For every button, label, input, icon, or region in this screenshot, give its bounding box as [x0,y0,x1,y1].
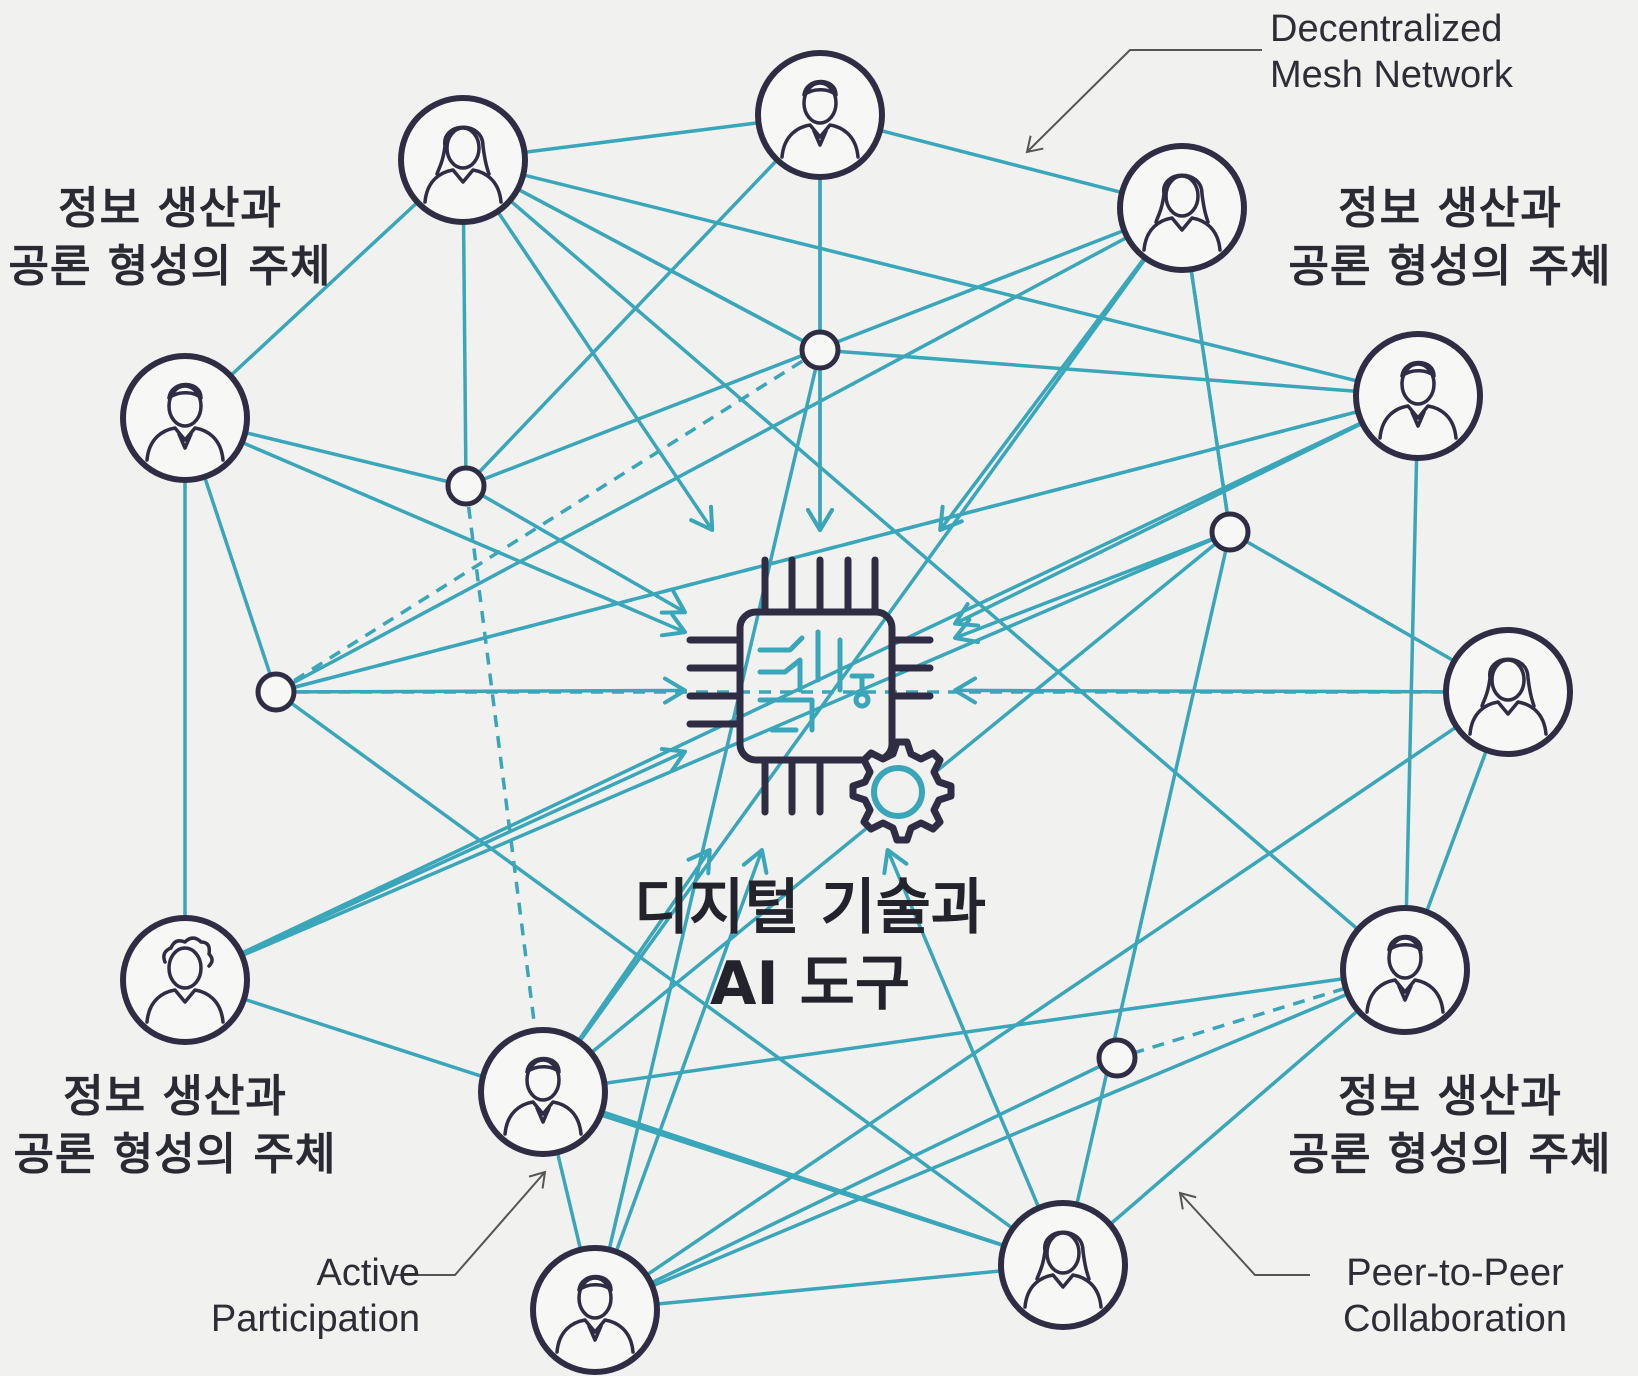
annotation-peer-to-peer: Peer-to-Peer Collaboration [1305,1250,1605,1342]
arrow-to-center [293,676,687,705]
annotation-mesh-network: Decentralized Mesh Network [1270,6,1550,98]
arrow-to-center [480,493,687,615]
woman-avatar-icon [398,95,528,225]
link [594,1263,1064,1312]
hub-node [799,329,841,371]
man-avatar-icon [530,1245,660,1375]
link [819,348,1419,398]
link [593,349,822,1311]
link [541,206,1184,1094]
center-title-line1: 디지털 기술과 [633,873,987,943]
link [464,113,822,488]
participation-leader-line [394,1170,547,1276]
annotation-line: Peer-to-Peer [1346,1252,1564,1294]
subject-label-line: 공론 형성의 주체 [1288,241,1612,292]
man-avatar-icon [120,353,250,483]
man-avatar-icon [755,50,885,180]
arrow-to-center [938,256,1147,532]
center-title-line2: AI 도구 [709,949,911,1019]
subject-label-bottom-left: 정보 생산과 공론 형성의 주체 [5,1068,345,1184]
dashed-link [275,394,1419,694]
annotation-line: Participation [210,1298,420,1340]
annotation-line: Active [316,1252,420,1294]
hub-node [255,671,297,713]
hub-node [1209,511,1251,553]
link [542,1090,1064,1267]
subject-label-line: 공론 형성의 주체 [8,241,332,292]
subject-label-line: 공론 형성의 주체 [13,1129,337,1180]
subject-label-top-left: 정보 생산과 공론 형성의 주체 [0,180,340,296]
link [594,968,1406,1312]
curly-hair-avatar-icon [120,915,250,1045]
link [594,1056,1118,1312]
arrow-to-center [882,848,1041,1209]
arrow-to-center [241,440,687,638]
link [275,206,1183,694]
annotation-line: Collaboration [1343,1298,1567,1340]
dashed-link [464,485,545,1093]
link [461,158,1407,972]
arrow-to-center [496,210,715,532]
link [1061,968,1407,1267]
arrow-to-center [614,848,769,1253]
arrow-to-center [953,676,1447,705]
link [594,690,1509,1312]
arrow-to-center [576,848,712,1042]
link [462,158,1419,398]
link [462,158,821,352]
ai-chip-gear-icon [686,556,955,844]
subject-label-line: 공론 형성의 주체 [1288,1129,1612,1180]
subject-label-line: 정보 생산과 [1338,183,1562,234]
hub-node [445,465,487,507]
woman-avatar-icon [1443,627,1573,757]
annotation-active-participation: Active Participation [160,1250,420,1342]
subject-label-bottom-right: 정보 생산과 공론 형성의 주체 [1280,1068,1620,1184]
center-title: 디지털 기술과 AI 도구 [580,870,1040,1022]
link [542,968,1406,1094]
p2p-leader-line [1178,1191,1310,1276]
arrow-to-center [953,421,1364,628]
annotation-line: Decentralized [1270,8,1503,50]
link [1061,531,1232,1266]
man-avatar-icon [1353,331,1483,461]
subject-label-line: 정보 생산과 [1338,1071,1562,1122]
arrow-to-center [240,747,687,956]
hub-node [1096,1037,1138,1079]
link [184,530,1231,982]
subject-label-top-right: 정보 생산과 공론 형성의 주체 [1280,180,1620,296]
man-avatar-icon [478,1027,608,1157]
woman-avatar-icon [998,1200,1128,1330]
woman-avatar-icon [1117,143,1247,273]
subject-label-line: 정보 생산과 [63,1071,287,1122]
mesh-leader-line [1025,49,1262,154]
annotation-line: Mesh Network [1270,54,1513,96]
link [1403,395,1420,971]
man-avatar-icon [1340,905,1470,1035]
dashed-link [275,348,821,694]
annotation-leaders [394,49,1310,1276]
arrow-to-center [953,536,1214,644]
subject-label-line: 정보 생산과 [58,183,282,234]
